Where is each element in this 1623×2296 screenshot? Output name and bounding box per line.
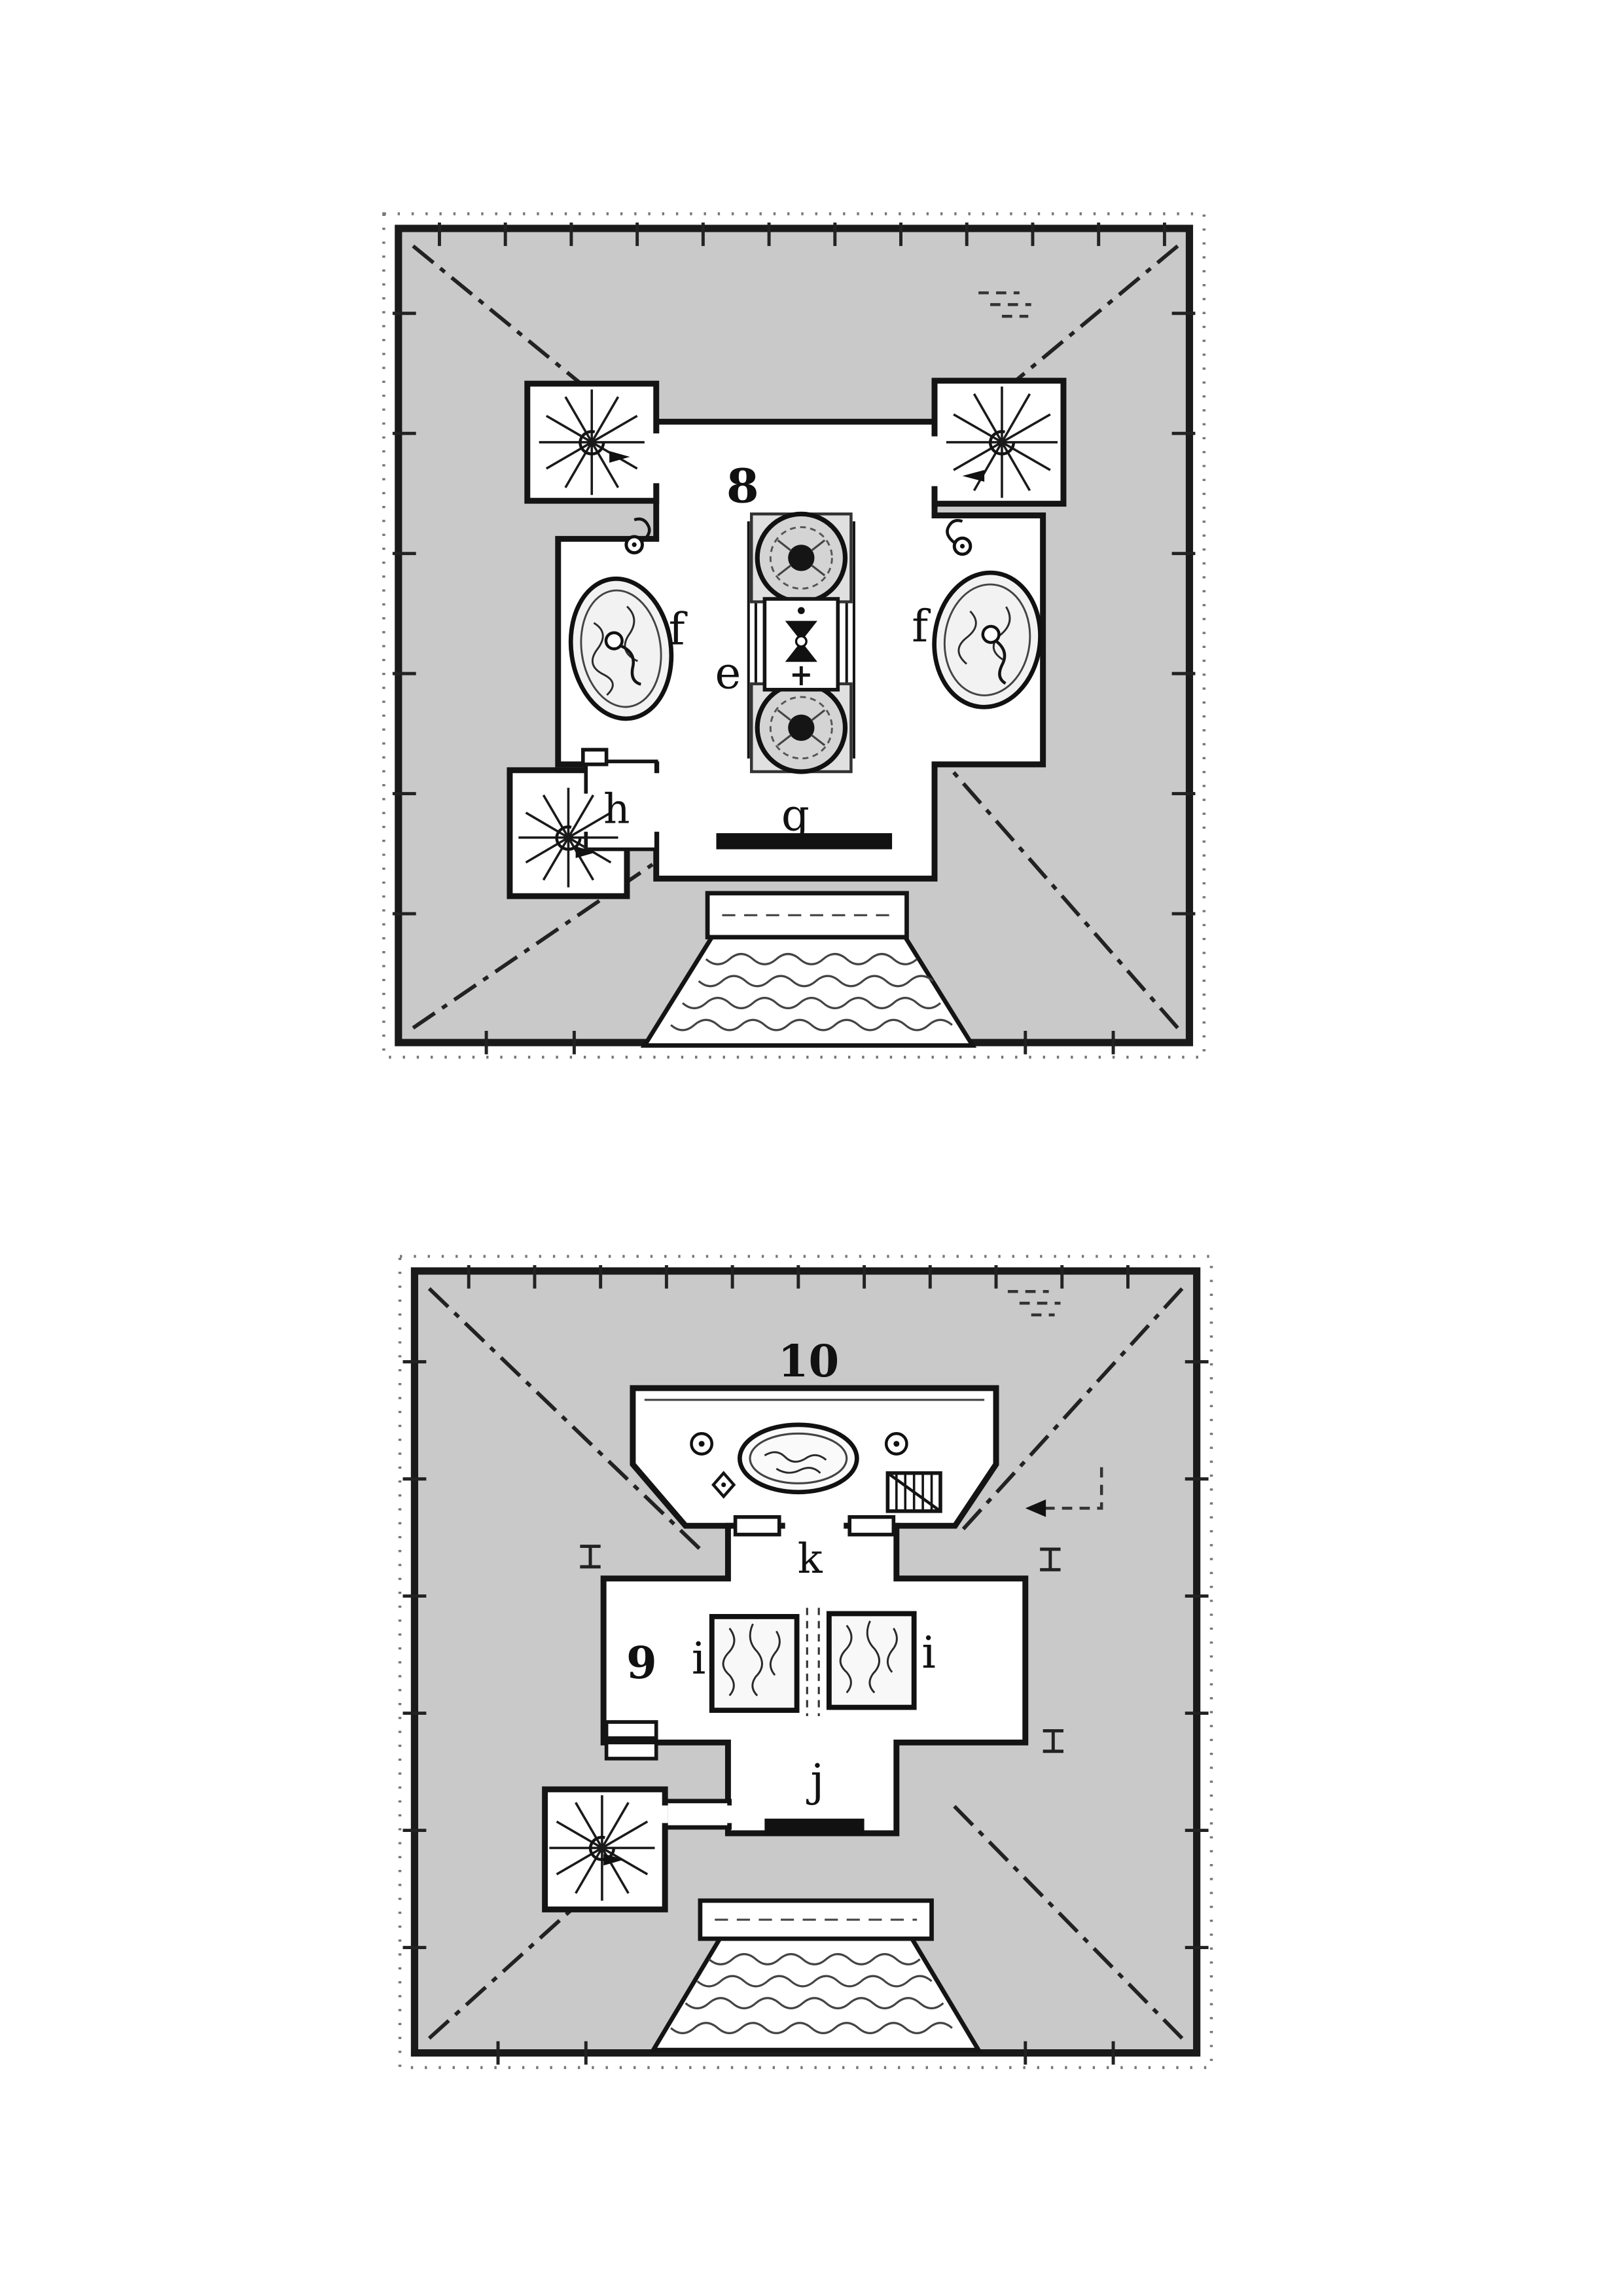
floor-number-label: 8 xyxy=(726,458,759,513)
altar-platform xyxy=(762,597,840,692)
pool-creature xyxy=(604,631,624,651)
fountain-spout-east xyxy=(946,518,972,556)
offering-diamond xyxy=(711,1471,736,1499)
label-pool-east-f: f xyxy=(912,601,931,652)
dashed-channel xyxy=(806,1607,820,1717)
wall-marker-nw xyxy=(580,1545,601,1569)
side-room-h xyxy=(584,759,658,852)
upper-chamber-number-label: 10 xyxy=(778,1335,839,1387)
pillar-east xyxy=(826,1611,917,1710)
floor-8-plan: 8 e f f g h xyxy=(382,212,1206,1059)
door-slab-west xyxy=(733,1515,781,1537)
stair-hatch xyxy=(885,1471,942,1513)
door-slab-east xyxy=(847,1515,896,1537)
spiral-stair-sw xyxy=(549,1795,655,1901)
pool-west xyxy=(568,576,674,721)
brazier-south xyxy=(749,681,853,774)
label-side-room-h: h xyxy=(603,785,630,833)
label-pillar-west-i: i xyxy=(692,1633,705,1684)
stair-direction-arrow xyxy=(603,1854,624,1866)
stair-direction-arrow xyxy=(609,451,630,463)
brazier-dot-west xyxy=(690,1432,714,1456)
label-altar-e: e xyxy=(715,648,741,699)
cross-hall xyxy=(600,1522,1029,1837)
threshold-bar xyxy=(716,833,893,850)
altar-statue xyxy=(785,620,817,686)
fountain-spout-west xyxy=(624,517,651,555)
stair-direction-arrow xyxy=(575,846,596,859)
label-pool-west-f: f xyxy=(669,603,688,655)
pool-creature xyxy=(981,624,1001,644)
entrance-platform xyxy=(698,1898,934,1941)
label-hall-g: g xyxy=(781,790,810,841)
floor-9-10-plan: 10 9 i i k j xyxy=(398,1255,1213,2070)
stair-direction-arrow xyxy=(962,470,985,482)
wall-crenellations xyxy=(402,1265,1209,2065)
stipple-border xyxy=(398,1255,1213,2070)
spiral-stair-nw xyxy=(539,389,645,495)
spiral-stair-sw xyxy=(518,787,618,888)
guide-path-arrow xyxy=(1025,1467,1103,1517)
pool-east xyxy=(932,570,1043,709)
label-upper-passage-k: k xyxy=(798,1535,823,1583)
stair-connector xyxy=(660,1799,732,1830)
threshold-bar xyxy=(764,1818,865,1835)
altar-rails xyxy=(747,521,855,759)
upper-chamber-10 xyxy=(630,1385,999,1529)
pillar-west xyxy=(709,1614,800,1713)
spiral-stair-ne xyxy=(946,386,1058,498)
side-room-h-cabinet xyxy=(581,747,609,766)
arrow-head xyxy=(1025,1499,1046,1517)
label-pillar-east-i: i xyxy=(921,1627,935,1678)
brazier-north xyxy=(749,511,853,605)
entrance-steps xyxy=(640,935,977,1048)
entrance-platform xyxy=(705,891,909,940)
brazier-dot-east xyxy=(884,1432,908,1456)
floor-number-label: 9 xyxy=(626,1637,657,1689)
vent-dashes xyxy=(978,291,1031,318)
roof-ridge-lines xyxy=(427,1287,1184,2040)
stipple-border xyxy=(382,212,1206,1059)
wall-steps xyxy=(604,1720,658,1761)
vent-dashes xyxy=(1007,1290,1061,1317)
wall-crenellations xyxy=(392,223,1196,1054)
wall-marker-ne xyxy=(1040,1547,1061,1571)
wall-marker-se xyxy=(1043,1729,1063,1753)
oracle-oval xyxy=(737,1422,859,1495)
